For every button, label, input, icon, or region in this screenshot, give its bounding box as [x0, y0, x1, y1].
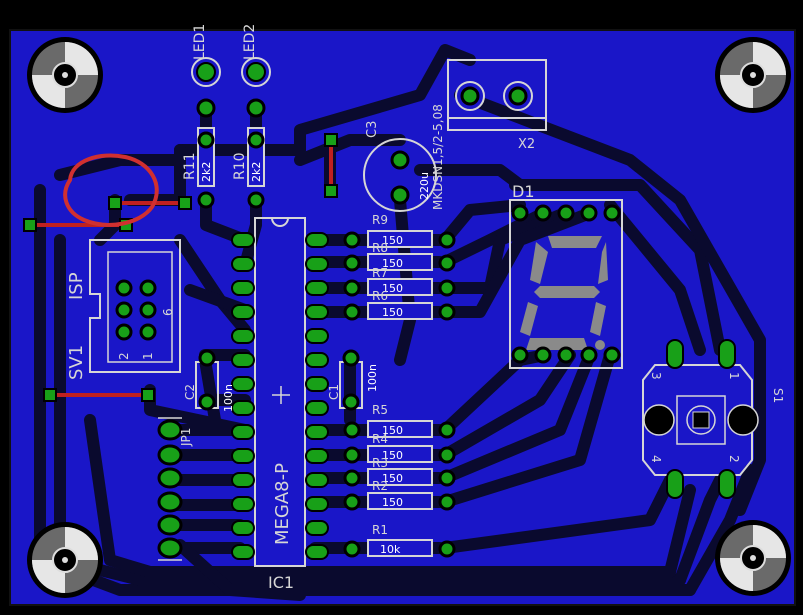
s1-footprint: S1 3 1 4 2 [642, 339, 785, 499]
ic1-footprint: MEGA8-P IC1 [231, 217, 329, 592]
d1-footprint: D1 [509, 182, 623, 369]
isp-label: ISP [66, 272, 87, 300]
r3-footprint: R3 150 [343, 456, 456, 487]
ic1-part: MEGA8-P [272, 463, 293, 545]
r11-footprint: R11 2k2 [182, 127, 215, 209]
r9-value: 150 [382, 234, 403, 247]
d1-label: D1 [512, 182, 535, 201]
r10-label: R10 [232, 152, 248, 180]
c2-label: C2 [183, 384, 197, 400]
r3-label: R3 [372, 456, 388, 470]
s1-pin1: 1 [727, 372, 741, 380]
highlight-circle [63, 153, 159, 227]
r9-label: R9 [372, 213, 388, 227]
c3-footprint: C3 220u [363, 121, 437, 212]
s1-pin2: 2 [727, 455, 741, 463]
led2-label: LED2 [242, 24, 258, 60]
r11-value: 2k2 [200, 162, 213, 182]
mounting-hole-top-left [27, 37, 103, 113]
r3-value: 150 [382, 472, 403, 485]
c1-label: C1 [327, 384, 341, 400]
led2-footprint: LED2 [241, 24, 271, 118]
r4-label: R4 [372, 432, 388, 446]
x2-footprint: X2 MKDSN1,5/2-5,08 [431, 59, 547, 210]
r6-label: R6 [372, 289, 388, 303]
r2-label: R2 [372, 479, 388, 493]
c3-value: 220u [418, 172, 431, 200]
r4-footprint: R4 150 [343, 432, 456, 464]
c3-label: C3 [365, 121, 380, 138]
r1-footprint: R1 10k [343, 523, 456, 558]
s1-label: S1 [771, 388, 785, 403]
sv1-pin2: 2 [117, 352, 131, 360]
jp1-label: JP1 [179, 428, 193, 447]
r1-label: R1 [372, 523, 388, 537]
c2-footprint: C2 100n [183, 349, 235, 412]
led1-footprint: LED1 [191, 24, 221, 118]
r8-footprint: R8 150 [343, 241, 456, 272]
r5-label: R5 [372, 403, 388, 417]
r7-label: R7 [372, 266, 388, 280]
r1-value: 10k [380, 543, 401, 556]
s1-pin3: 3 [649, 372, 663, 380]
r2-value: 150 [382, 496, 403, 509]
r8-value: 150 [382, 257, 403, 270]
mounting-hole-bottom-left [27, 522, 103, 598]
sv1-pin1: 1 [141, 352, 155, 360]
sv1-pin6: 6 [161, 308, 175, 316]
c1-value: 100n [366, 364, 379, 392]
c2-value: 100n [222, 384, 235, 412]
ic1-label: IC1 [268, 573, 294, 592]
led1-label: LED1 [192, 24, 208, 60]
r11-label: R11 [182, 152, 198, 180]
r5-value: 150 [382, 424, 403, 437]
r6-footprint: R6 150 [343, 289, 456, 321]
mounting-hole-bottom-right [715, 520, 791, 596]
r7-footprint: R7 150 [343, 266, 456, 297]
s1-pin4: 4 [649, 455, 663, 463]
x2-part: MKDSN1,5/2-5,08 [431, 104, 445, 210]
r8-label: R8 [372, 241, 388, 255]
air-wire-vias [23, 133, 338, 402]
r9-footprint: R9 150 [343, 213, 456, 249]
r7-value: 150 [382, 282, 403, 295]
resistors-upper: R9 150 R8 150 R7 150 R6 150 [343, 213, 456, 321]
resistors-lower: R5 150 R4 150 R3 150 R2 150 [343, 403, 456, 558]
r6-value: 150 [382, 306, 403, 319]
r5-footprint: R5 150 [343, 403, 456, 439]
c1-footprint: C1 100n [327, 349, 379, 411]
sv1-label: SV1 [66, 345, 87, 380]
r4-value: 150 [382, 449, 403, 462]
x2-label: X2 [518, 137, 535, 152]
r10-footprint: R10 2k2 [232, 127, 265, 209]
r2-footprint: R2 150 [343, 479, 456, 511]
r10-value: 2k2 [250, 162, 263, 182]
sv1-isp-footprint: ISP SV1 2 1 6 [66, 239, 181, 380]
mounting-hole-top-right [715, 37, 791, 113]
jp1-footprint: JP1 [157, 417, 193, 561]
